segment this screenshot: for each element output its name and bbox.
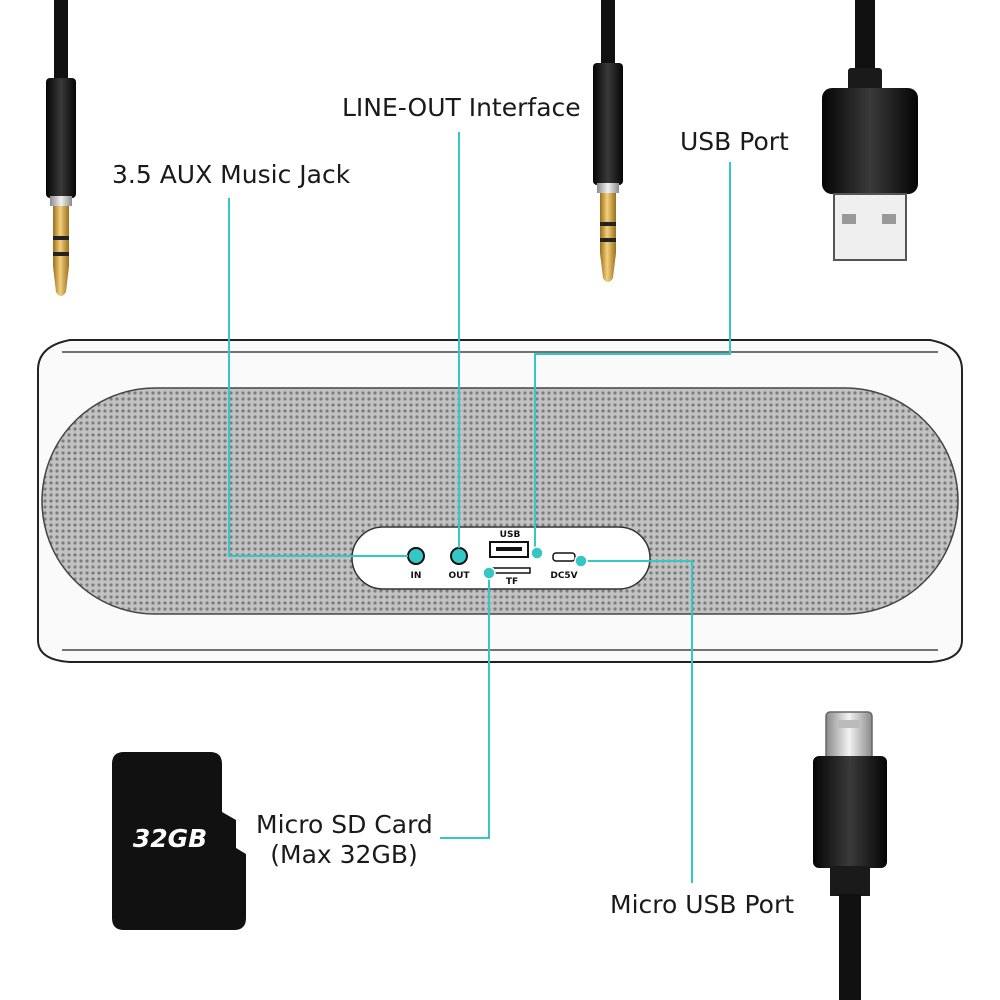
usb-slot-label: USB <box>500 530 521 540</box>
port-panel: IN OUT USB TF DC5V <box>351 526 651 590</box>
usb-a-cable <box>822 0 918 261</box>
dc5v-label: DC5V <box>550 571 577 581</box>
micro-usb-cable <box>813 711 887 1000</box>
callout-dot-usb <box>530 546 544 560</box>
aux-cable-left <box>46 0 76 296</box>
callout-micro-usb <box>581 560 693 883</box>
label-aux-jack: 3.5 AUX Music Jack <box>112 160 351 189</box>
speaker-body <box>37 339 963 663</box>
label-micro-sd-line2: (Max 32GB) <box>270 840 418 869</box>
label-usb-port: USB Port <box>680 127 789 156</box>
out-jack <box>450 547 468 565</box>
micro-usb-slot <box>552 552 576 562</box>
in-jack-label: IN <box>411 571 422 581</box>
label-micro-sd-line1: Micro SD Card <box>256 810 433 839</box>
callout-usb <box>534 162 731 553</box>
label-micro-usb-port: Micro USB Port <box>610 890 795 919</box>
callout-dot-dc5v <box>574 554 588 568</box>
label-line-out: LINE-OUT Interface <box>342 93 581 122</box>
sd-capacity-text: 32GB <box>133 824 207 853</box>
callout-aux <box>228 198 408 557</box>
tf-slot <box>491 567 531 574</box>
speaker-grille <box>41 387 959 615</box>
aux-cable-middle <box>593 0 623 282</box>
callout-lines <box>228 132 731 883</box>
label-micro-sd: Micro SD Card (Max 32GB) <box>256 810 433 870</box>
tf-slot-label: TF <box>506 577 518 587</box>
micro-sd-card: 32GB <box>112 752 246 930</box>
callout-micro-sd <box>440 573 490 839</box>
in-jack <box>407 547 425 565</box>
out-jack-label: OUT <box>448 571 470 581</box>
callout-dot-tf <box>482 566 496 580</box>
